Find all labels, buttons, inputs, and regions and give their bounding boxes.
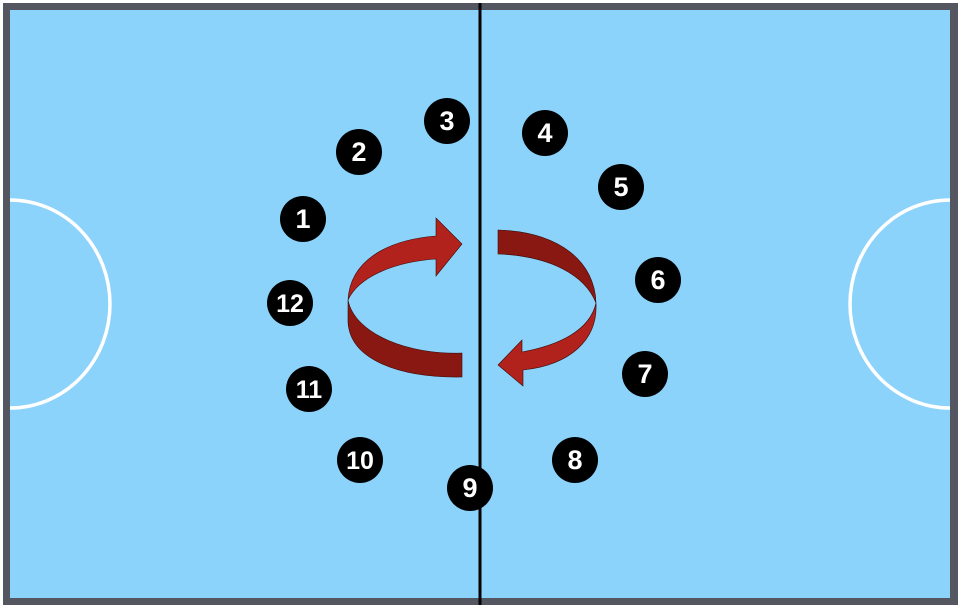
- player-number: 5: [613, 172, 628, 202]
- rotation-arrow-right: [497, 229, 597, 387]
- rotation-arrow-left: [347, 217, 463, 378]
- player-circle: [635, 257, 681, 303]
- player-marker-6: 6: [635, 257, 681, 303]
- player-marker-9: 9: [447, 465, 493, 511]
- player-circle: [598, 164, 644, 210]
- player-number: 10: [346, 447, 374, 475]
- player-circle: [286, 366, 332, 412]
- player-circle: [336, 129, 382, 175]
- player-circle: [622, 351, 668, 397]
- player-circle: [280, 196, 326, 242]
- player-marker-10: 10: [337, 437, 383, 483]
- player-marker-5: 5: [598, 164, 644, 210]
- player-marker-8: 8: [552, 437, 598, 483]
- player-circle: [337, 437, 383, 483]
- player-number: 3: [439, 106, 454, 136]
- player-marker-3: 3: [424, 98, 470, 144]
- player-number: 4: [537, 118, 552, 148]
- player-circle: [424, 98, 470, 144]
- player-number: 12: [276, 290, 304, 318]
- player-marker-11: 11: [286, 366, 332, 412]
- player-circle: [522, 110, 568, 156]
- right-goal-area-arc: [848, 198, 951, 410]
- player-number: 7: [637, 359, 652, 389]
- player-number: 9: [462, 473, 477, 503]
- player-number: 8: [567, 445, 582, 475]
- player-marker-4: 4: [522, 110, 568, 156]
- player-circle: [267, 280, 313, 326]
- player-marker-2: 2: [336, 129, 382, 175]
- player-number: 2: [351, 137, 366, 167]
- player-number: 6: [650, 265, 665, 295]
- player-marker-7: 7: [622, 351, 668, 397]
- player-marker-1: 1: [280, 196, 326, 242]
- player-circle: [552, 437, 598, 483]
- left-goal-area-arc: [9, 198, 112, 410]
- player-marker-12: 12: [267, 280, 313, 326]
- player-circle: [447, 465, 493, 511]
- player-number: 1: [295, 204, 310, 234]
- player-number: 11: [296, 376, 323, 404]
